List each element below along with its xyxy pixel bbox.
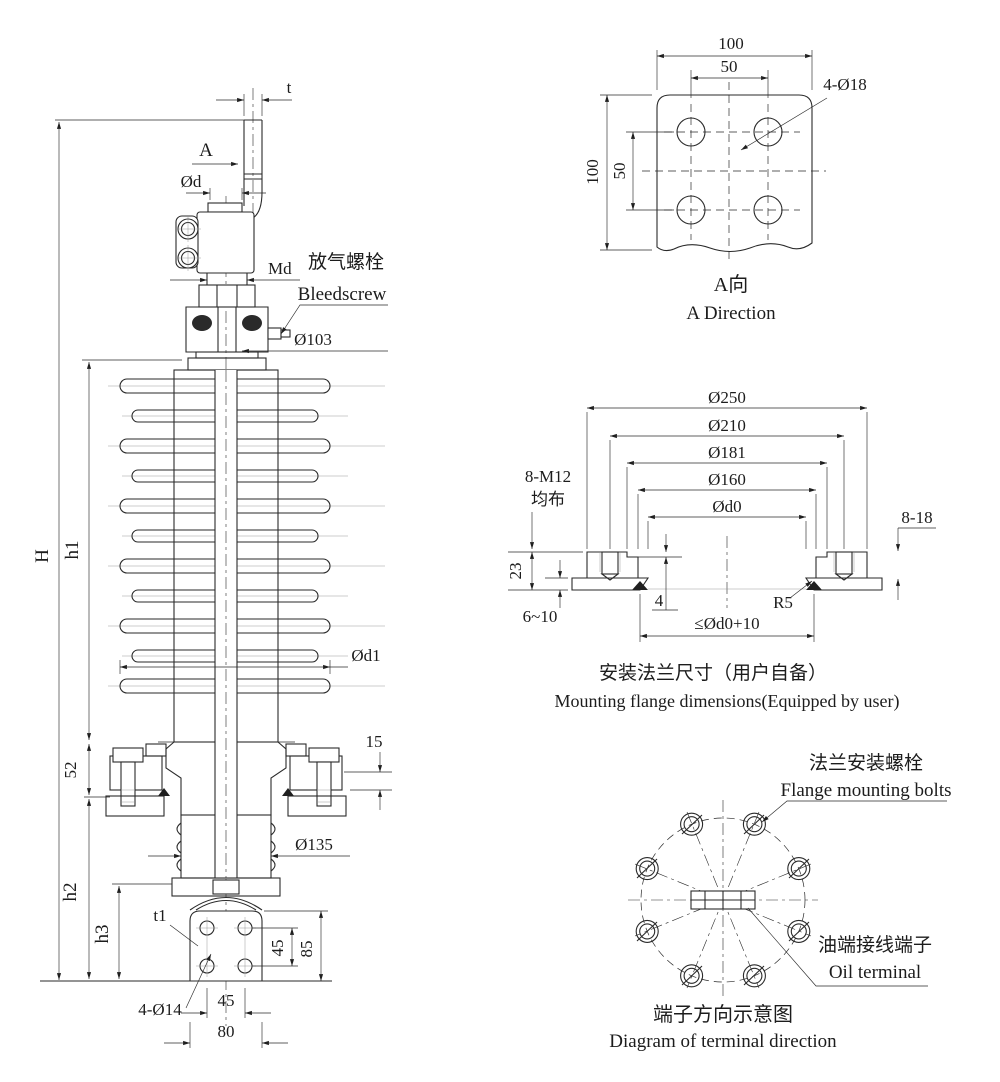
tapped-holes-label-2: 均布 [531, 490, 565, 509]
dim-phi250-label: Ø250 [708, 388, 746, 407]
dim-23-label: 23 [506, 563, 525, 580]
tapped-holes-label-1: 8-M12 [525, 467, 571, 486]
terminal-direction-view: 法兰安装螺栓 Flange mounting bolts 油端接线端子 Oil … [609, 752, 951, 1052]
bleedscrew-label-en: Bleedscrew [298, 284, 387, 305]
shed-projection-lines [108, 385, 385, 687]
dim-100-left-label: 100 [583, 159, 602, 185]
top-conductor-terminal [175, 119, 263, 285]
dim-phi-d0-label: Ød0 [712, 497, 741, 516]
oil-terminal-symbol [690, 890, 756, 910]
clamp-bolt-right [308, 747, 340, 763]
bleed-screw [267, 327, 282, 340]
through-holes-label: 8-18 [901, 508, 932, 527]
dim-80-label: 80 [218, 1022, 235, 1041]
dim-15-label: 15 [366, 732, 383, 751]
flange-detail-dims: 8-M12 均布 8-18 23 6~10 4 R5 ≤Ød0+10 [506, 467, 936, 642]
clamp-bolt-left [112, 747, 144, 763]
bottom-terminal [40, 877, 332, 982]
a-direction-label: A [199, 140, 213, 161]
terminal-caption-cn: 端子方向示意图 [653, 1003, 793, 1026]
a-view-caption-cn: A向 [714, 273, 748, 296]
flange-diameter-dims: Ø250 Ø210 Ø181 Ø160 Ød0 [586, 388, 868, 549]
holes-4x14-label: 4-Ø14 [138, 1000, 182, 1019]
a-direction-view: 100 50 100 50 4-Ø18 A向 A Direction [583, 34, 867, 324]
dim-phi103-label: Ø103 [294, 330, 332, 349]
flange-bolts [635, 812, 811, 988]
flange-caption-en: Mounting flange dimensions(Equipped by u… [555, 691, 900, 712]
dim-45v-label: 45 [268, 940, 287, 957]
dim-md-label: Md [268, 259, 292, 278]
flange-bolts-label-cn: 法兰安装螺栓 [809, 752, 923, 774]
dim-phi160-label: Ø160 [708, 470, 746, 489]
oil-terminal-label-en: Oil terminal [829, 962, 921, 983]
dim-4-label: 4 [655, 591, 664, 610]
dim-h3-label: h3 [92, 925, 113, 944]
dim-phi181-label: Ø181 [708, 443, 746, 462]
main-dimensions: t A Ød Md 放气螺栓 Bleedscrew Ø103 H [32, 78, 392, 1048]
dim-t1-label: t1 [153, 906, 166, 925]
holes-4x18-label: 4-Ø18 [823, 75, 866, 94]
terminal-caption-en: Diagram of terminal direction [609, 1031, 837, 1052]
dim-85-label: 85 [297, 941, 316, 958]
a-view-dimensions: 100 50 100 50 4-Ø18 [583, 34, 867, 251]
bleedscrew-label-cn: 放气螺栓 [308, 251, 384, 273]
dim-r5-label: R5 [773, 593, 793, 612]
mounting-flange-view: Ø250 Ø210 Ø181 Ø160 Ød0 8-M12 均布 8-18 23… [506, 388, 936, 712]
mounting-clamps [105, 743, 347, 817]
dim-phi135-label: Ø135 [295, 835, 333, 854]
main-bushing-view: t A Ød Md 放气螺栓 Bleedscrew Ø103 H [32, 78, 392, 1048]
hex-nut [198, 284, 256, 308]
dim-phi-d-label: Ød [181, 172, 202, 191]
dim-phi-d1-label: Ød1 [351, 646, 380, 665]
dim-phi210-label: Ø210 [708, 416, 746, 435]
dim-H-label: H [32, 549, 53, 563]
dim-h1-label: h1 [62, 541, 83, 560]
dim-100-top-label: 100 [718, 34, 744, 53]
flange-caption-cn: 安装法兰尺寸（用户自备） [599, 662, 827, 684]
dim-h2-label: h2 [60, 883, 81, 902]
a-view-caption-en: A Direction [686, 303, 776, 324]
dim-t-label: t [287, 78, 292, 97]
dim-45h-label: 45 [218, 991, 235, 1010]
dim-6-10-label: 6~10 [523, 607, 558, 626]
flange-bolts-label-en: Flange mounting bolts [781, 780, 952, 801]
dim-bore-label: ≤Ød0+10 [694, 614, 759, 633]
dim-52-label: 52 [61, 762, 80, 779]
dim-50-left-label: 50 [610, 163, 629, 180]
oil-terminal-label-cn: 油端接线端子 [818, 934, 932, 956]
dim-50-top-label: 50 [721, 57, 738, 76]
top-cap [185, 306, 291, 371]
